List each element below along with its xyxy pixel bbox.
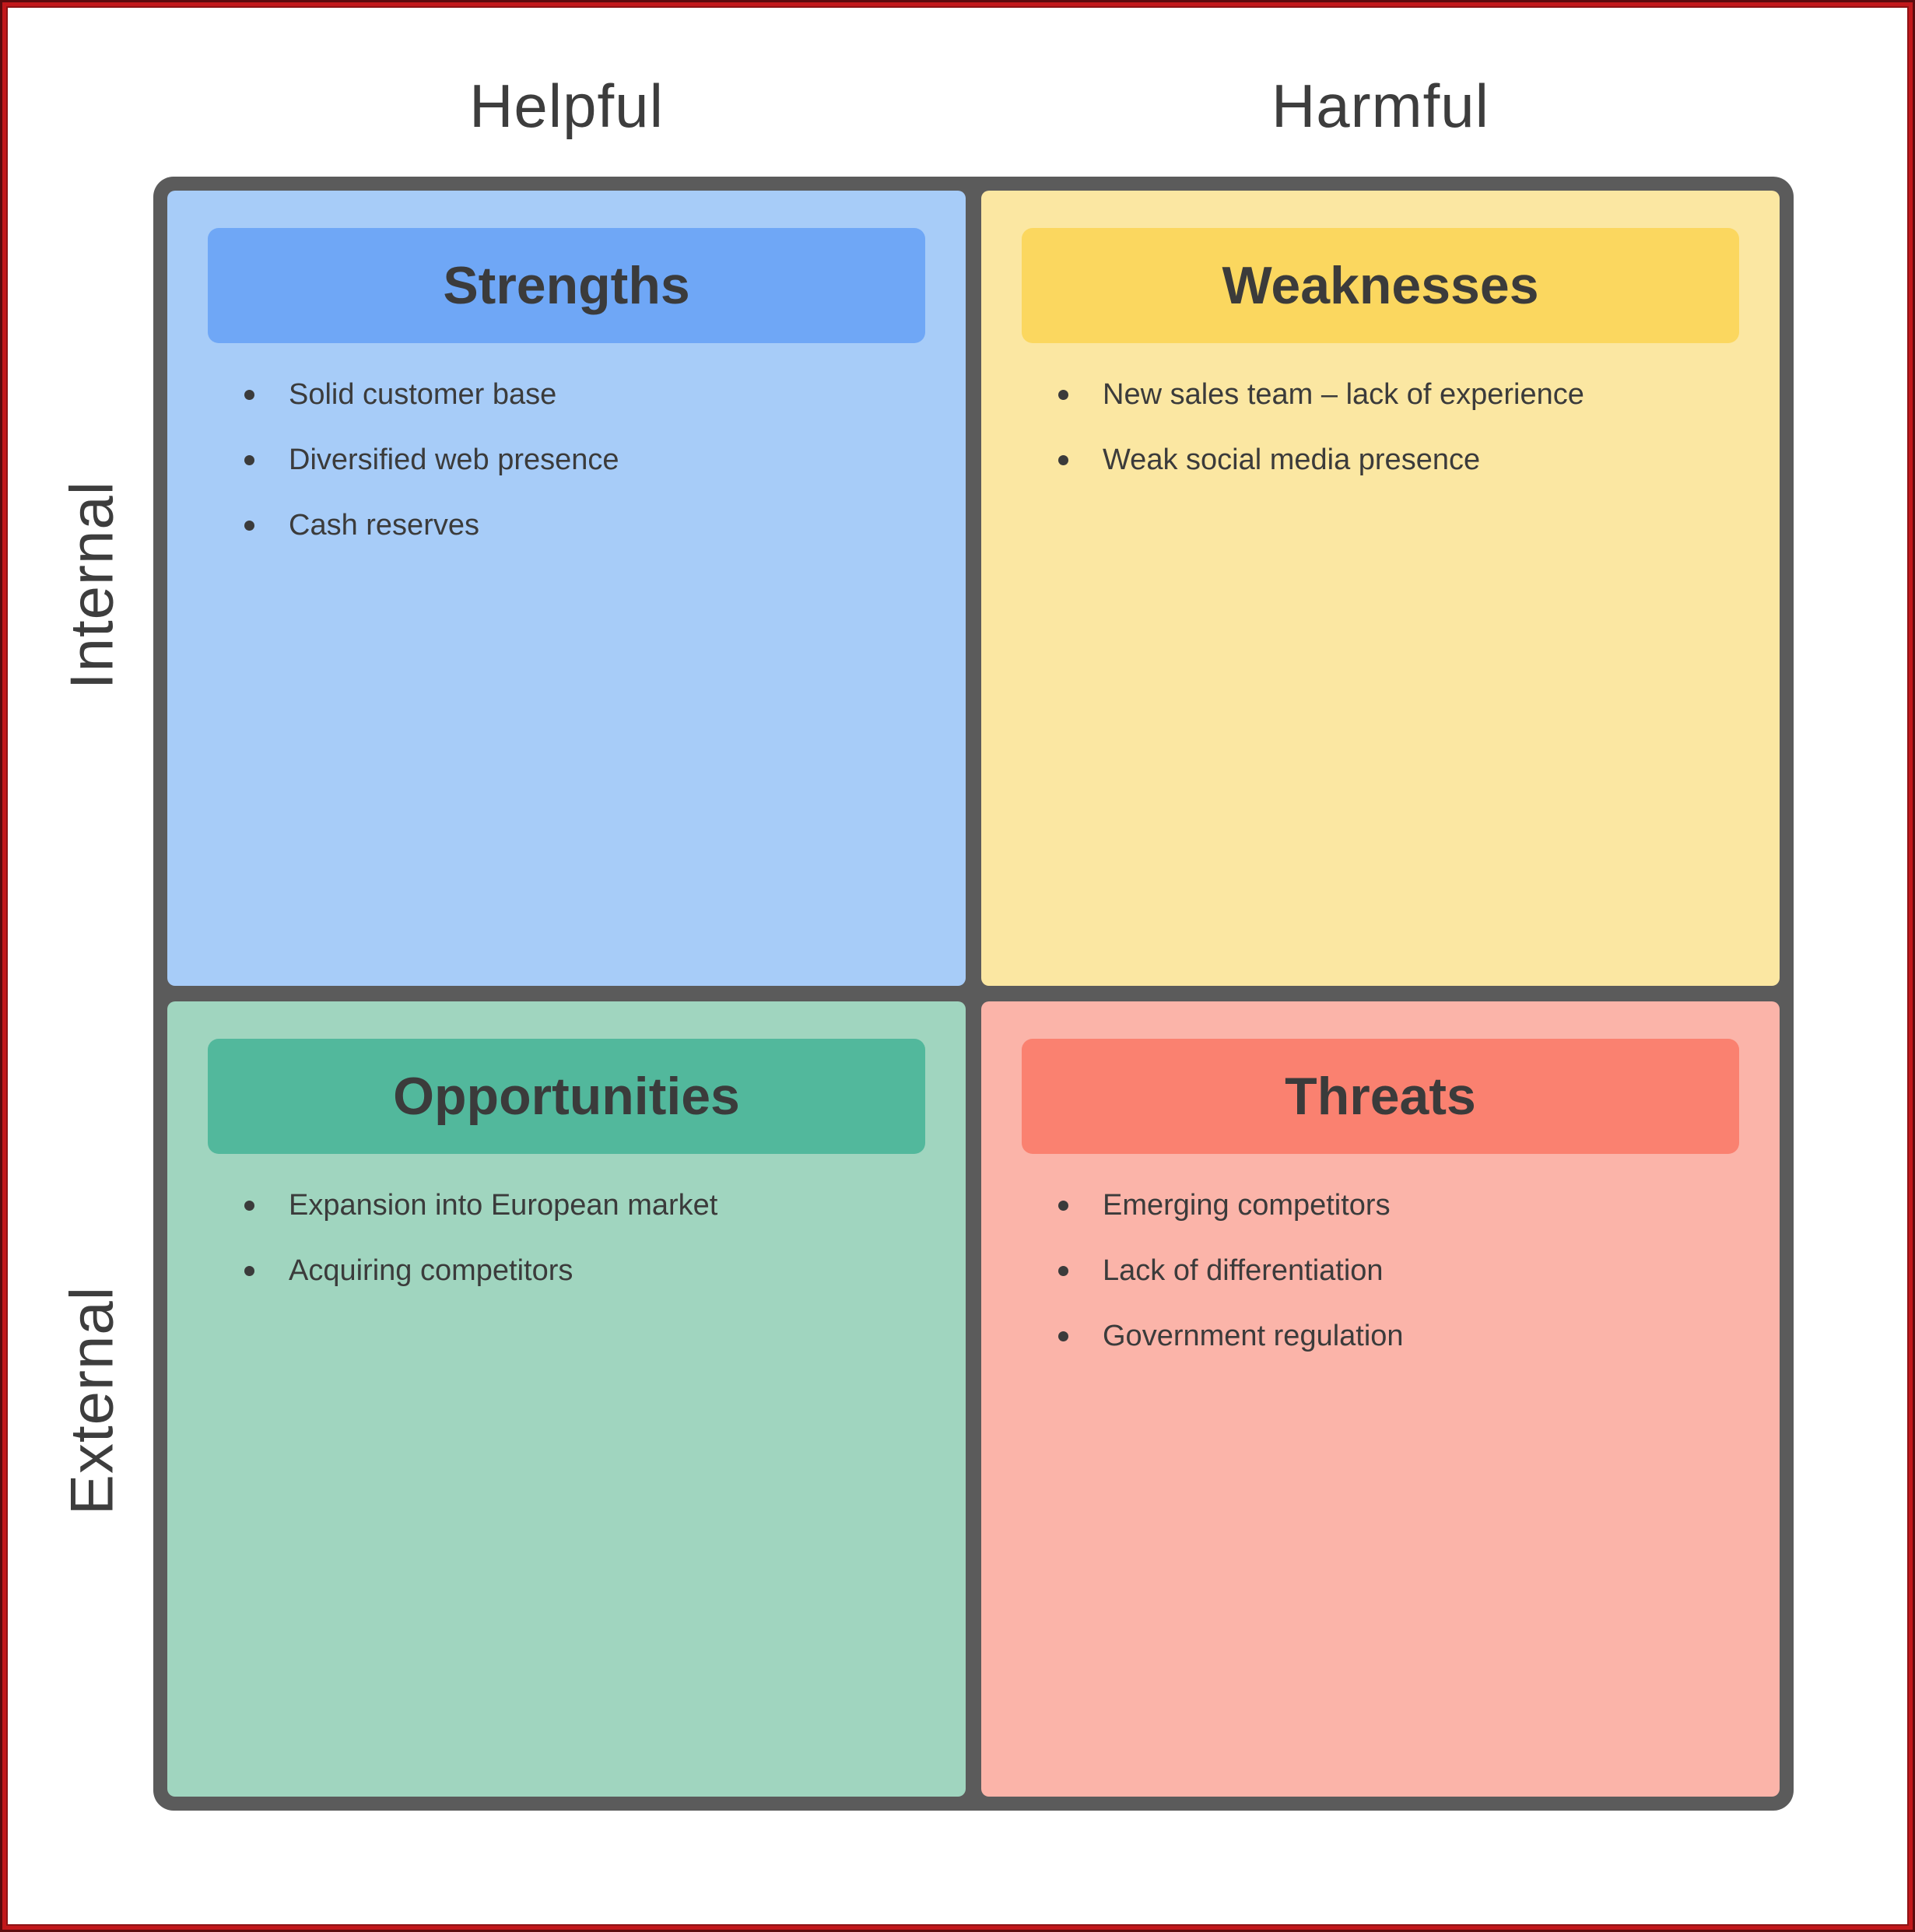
- threats-quadrant: Threats Emerging competitors Lack of dif…: [981, 1001, 1780, 1797]
- weaknesses-item: New sales team – lack of experience: [1058, 376, 1739, 413]
- strengths-item: Cash reserves: [244, 507, 925, 544]
- threats-list: Emerging competitors Lack of differentia…: [1022, 1187, 1739, 1355]
- threats-item: Lack of differentiation: [1058, 1252, 1739, 1289]
- strengths-list: Solid customer base Diversified web pres…: [208, 376, 925, 544]
- weaknesses-header: Weaknesses: [1022, 228, 1739, 343]
- strengths-quadrant: Strengths Solid customer base Diversifie…: [167, 191, 966, 986]
- strengths-item: Diversified web presence: [244, 441, 925, 479]
- threats-item: Emerging competitors: [1058, 1187, 1739, 1224]
- weaknesses-item: Weak social media presence: [1058, 441, 1739, 479]
- axis-label-harmful: Harmful: [1271, 72, 1490, 140]
- weaknesses-list: New sales team – lack of experience Weak…: [1022, 376, 1739, 479]
- axis-label-external: External: [57, 1285, 126, 1516]
- opportunities-list: Expansion into European market Acquiring…: [208, 1187, 925, 1289]
- axis-label-helpful: Helpful: [469, 72, 664, 140]
- swot-matrix: Strengths Solid customer base Diversifie…: [153, 177, 1794, 1811]
- opportunities-item: Expansion into European market: [244, 1187, 925, 1224]
- strengths-item: Solid customer base: [244, 376, 925, 413]
- threats-header: Threats: [1022, 1039, 1739, 1154]
- axis-label-internal: Internal: [57, 480, 126, 690]
- opportunities-item: Acquiring competitors: [244, 1252, 925, 1289]
- strengths-header: Strengths: [208, 228, 925, 343]
- opportunities-quadrant: Opportunities Expansion into European ma…: [167, 1001, 966, 1797]
- opportunities-header: Opportunities: [208, 1039, 925, 1154]
- threats-item: Government regulation: [1058, 1317, 1739, 1355]
- weaknesses-quadrant: Weaknesses New sales team – lack of expe…: [981, 191, 1780, 986]
